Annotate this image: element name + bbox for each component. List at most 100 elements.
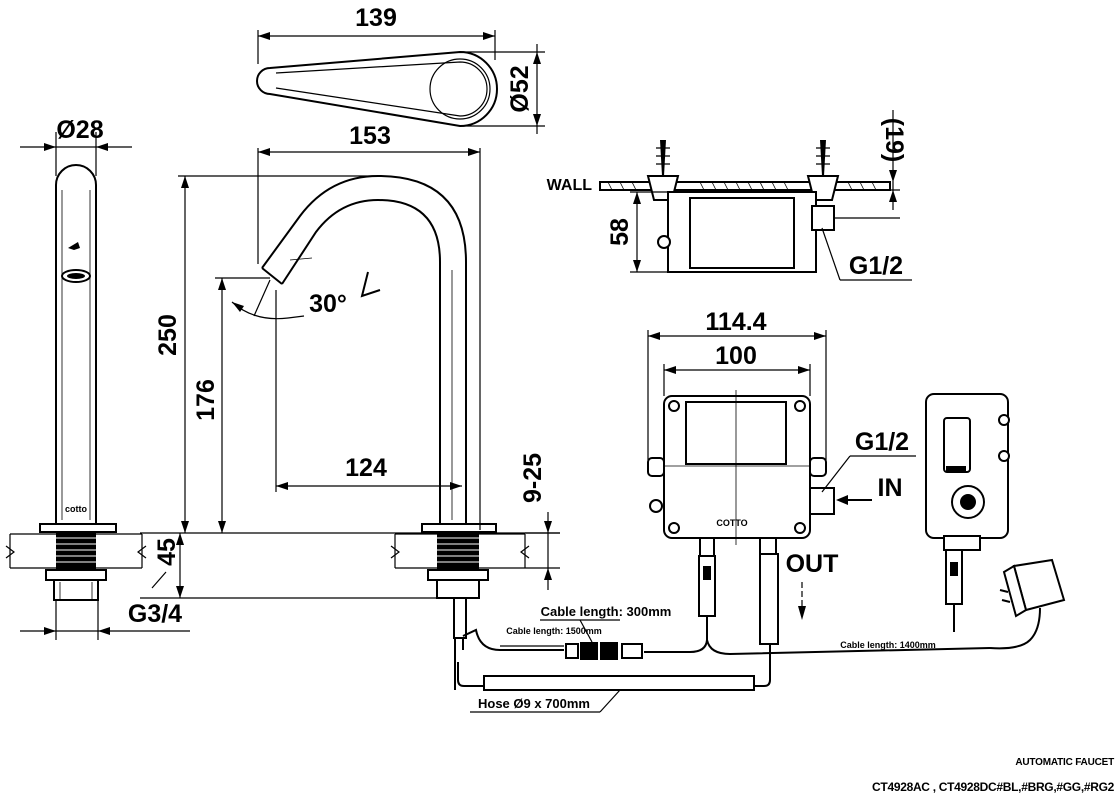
arrow: [44, 627, 56, 635]
break-marks: [390, 545, 530, 559]
wall-hatch: [607, 181, 877, 191]
plug: [621, 643, 643, 659]
cable-300-label: Cable length: 300mm: [541, 604, 672, 619]
connector: [600, 642, 618, 660]
mount-ear: [809, 457, 827, 477]
spout-plan-base-circle: [429, 58, 491, 120]
outlet-fitting-right: [759, 537, 777, 555]
adapter-side: [1002, 564, 1028, 618]
dim-250: 250: [154, 314, 182, 356]
spout-brand: cotto: [65, 504, 87, 514]
sensor-connector: [698, 555, 716, 617]
angle-leg: [253, 279, 271, 317]
connector: [580, 642, 598, 660]
dim-thread-g34: G3/4: [128, 600, 182, 628]
inlet-port: [809, 487, 835, 515]
control-box-profile: [925, 393, 1010, 632]
screw-head: [668, 522, 680, 534]
thread-lines: [56, 537, 96, 563]
hose-label: Hose Ø9 x 700mm: [478, 696, 590, 711]
spout-front-body: [55, 164, 97, 526]
arrow: [633, 260, 641, 272]
model-numbers: CT4928AC , CT4928DC#BL,#BRG,#GG,#RG2: [872, 780, 1114, 794]
adapter-cable: [989, 607, 1041, 650]
wall-mount-view: WALL (19) 58 G1/2: [547, 110, 912, 281]
arrow: [96, 143, 108, 151]
shank-end-side: [436, 579, 480, 599]
dim-g12-top: G1/2: [849, 252, 903, 280]
arrow: [98, 627, 110, 635]
gooseneck-outer: [261, 174, 467, 525]
plug: [565, 643, 579, 659]
adapter-pin: [999, 589, 1009, 593]
lock-nut-side: [427, 569, 489, 581]
arrow: [633, 192, 641, 204]
arrow: [814, 332, 826, 340]
arrow: [181, 176, 189, 188]
spout-tip: [261, 267, 283, 285]
dim-dia-28: Ø28: [56, 116, 103, 144]
arrow: [44, 143, 56, 151]
wall-plate: [599, 181, 891, 191]
arrow: [176, 586, 184, 598]
arrow: [533, 114, 541, 126]
outlet-pipe: [759, 553, 779, 645]
sensor-eye: [67, 273, 85, 279]
connector-tab: [703, 566, 711, 580]
title-block: AUTOMATIC FAUCET CT4928AC , CT4928DC#BL,…: [872, 757, 1114, 794]
dim-g12: G1/2: [855, 428, 909, 456]
leader: [151, 571, 167, 589]
arrow: [258, 148, 270, 156]
screw-head: [998, 414, 1010, 426]
inlet-label: IN: [878, 474, 903, 502]
cable-gland: [649, 499, 663, 513]
connector-tab: [950, 562, 958, 576]
arrow: [450, 482, 462, 490]
arrow: [258, 32, 270, 40]
cable-1500-label: Cable length: 1500mm: [506, 626, 602, 636]
arrow: [889, 170, 897, 182]
arrow: [176, 533, 184, 545]
leader: [579, 619, 593, 643]
shank-end: [53, 579, 99, 601]
side-flange: [421, 523, 497, 533]
outlet-arrow: [798, 606, 806, 620]
dim-139: 139: [355, 4, 397, 32]
dim-45: 45: [153, 538, 181, 566]
dim-19: (19): [880, 118, 908, 162]
screw-head: [668, 400, 680, 412]
profile-inlet-core: [960, 494, 976, 510]
arrow: [218, 278, 226, 290]
spout-flange: [39, 523, 117, 533]
profile-connector: [945, 549, 963, 605]
arrow: [218, 521, 226, 533]
spout-side-view: 153 250 176 124 30° 9-25: [140, 122, 560, 690]
profile-window: [943, 417, 971, 473]
control-box-lid: [689, 197, 795, 269]
dim-58: 58: [606, 218, 634, 246]
adapter-pin: [1001, 599, 1011, 603]
dim-deck-thickness: 9-25: [519, 453, 547, 503]
sensor-cable-run: [462, 628, 564, 651]
threaded-shank: [56, 532, 96, 572]
dim-dia-52: Ø52: [506, 65, 534, 112]
break-marks: [5, 545, 147, 559]
leader: [599, 689, 621, 713]
cables-and-hose: Cable length: 300mm Cable length: 1500mm…: [457, 604, 991, 713]
spout-plan-inner: [275, 61, 488, 117]
cable-gland: [657, 235, 671, 249]
spout-plan-outline: [256, 50, 498, 128]
arrow: [544, 568, 552, 580]
arrow: [232, 302, 244, 312]
arrow: [889, 190, 897, 202]
arrow: [798, 366, 810, 374]
arrow: [483, 32, 495, 40]
outlet-label: OUT: [786, 550, 839, 578]
sensor-window: [61, 269, 91, 283]
angle-arc: [231, 301, 305, 320]
arrow: [276, 482, 288, 490]
screw-head: [794, 400, 806, 412]
top-view: 139 Ø52: [256, 4, 545, 134]
